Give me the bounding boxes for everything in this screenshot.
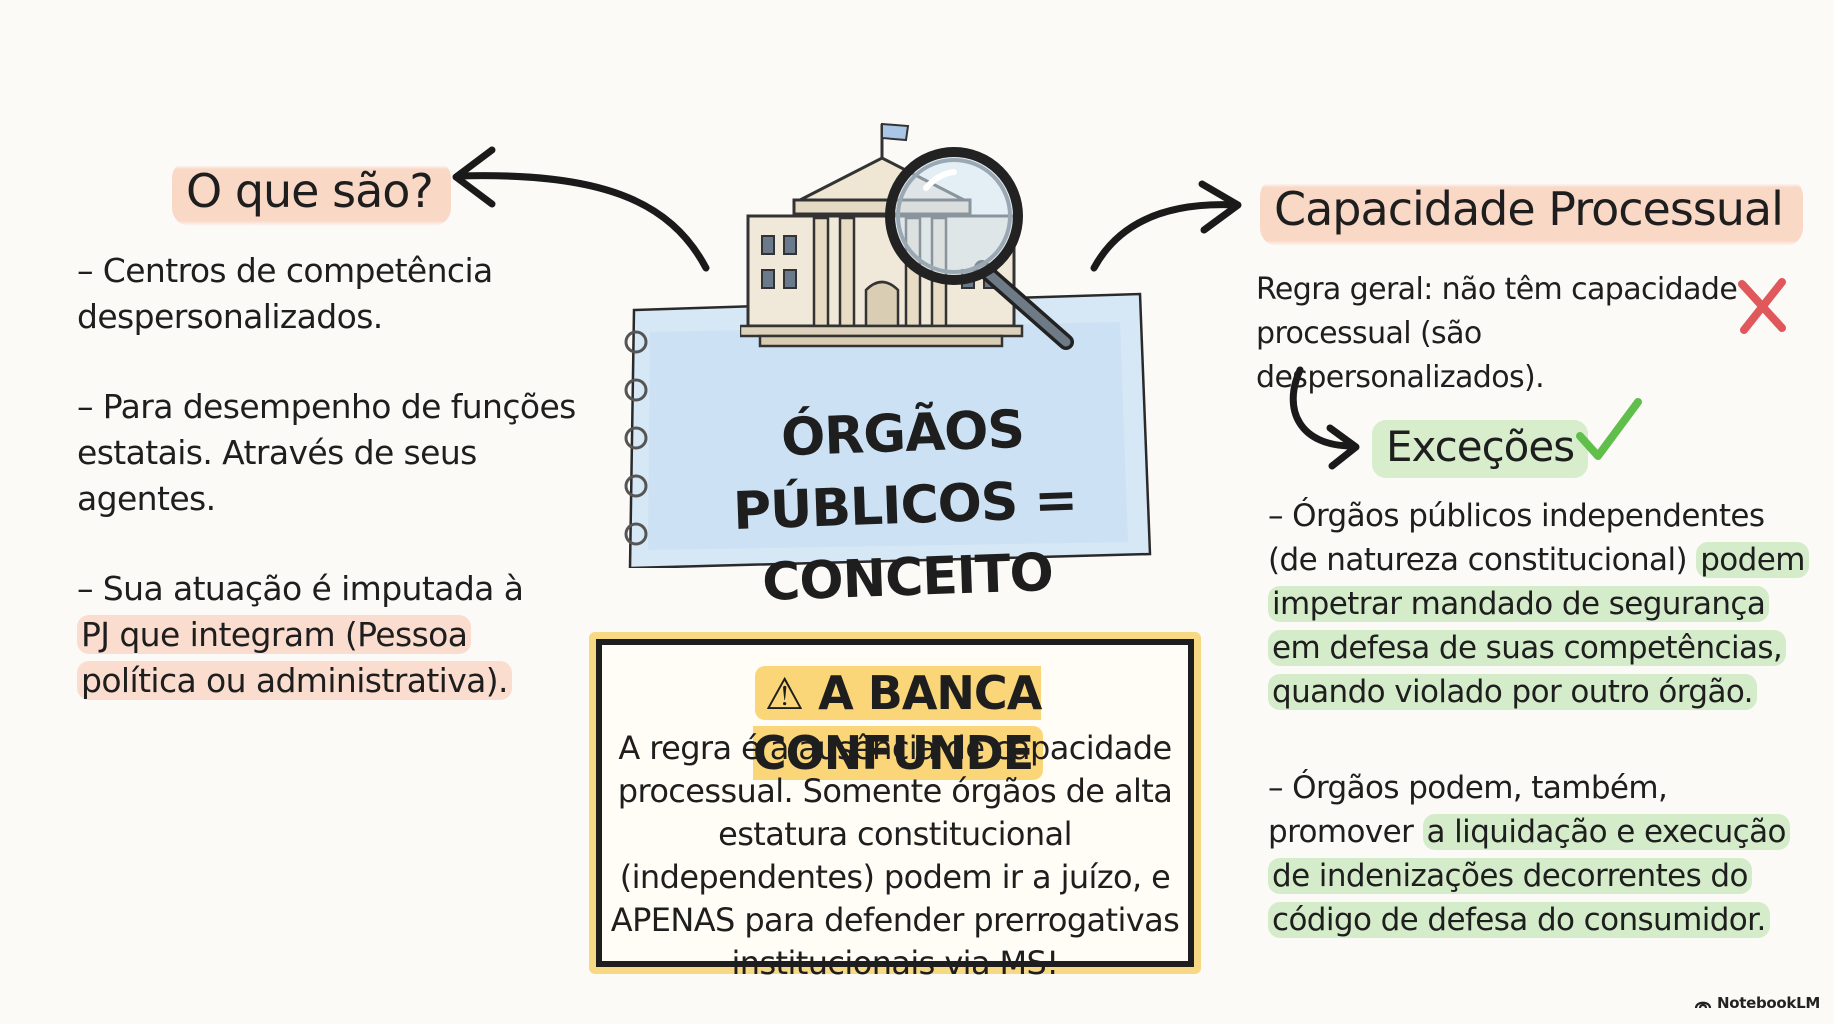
arrow-to-right-title-head bbox=[1198, 180, 1242, 234]
notebooklm-logo-icon bbox=[1694, 1001, 1712, 1009]
arrow-to-left-title bbox=[454, 172, 710, 272]
cross-icon bbox=[1738, 278, 1786, 334]
list-item-text: – Órgãos públicos independentes (de natu… bbox=[1268, 498, 1765, 578]
warning-text: A regra é a ausência de capacidade proce… bbox=[610, 729, 1180, 982]
list-item: – Para desempenho de funções estatais. A… bbox=[77, 387, 576, 518]
list-item-text: – Órgãos podem, também, promover bbox=[1268, 770, 1668, 850]
exceptions-title: Exceções bbox=[1372, 420, 1589, 478]
general-rule-text: Regra geral: não têm capacidade processu… bbox=[1256, 272, 1738, 395]
warning-title: ⚠ A BANCA CONFUNDE bbox=[632, 664, 1164, 782]
highlighted-text: PJ que integram (Pessoa política ou admi… bbox=[77, 615, 512, 700]
concept-title: ÓRGÃOS PÚBLICOS = CONCEITO bbox=[732, 399, 1078, 614]
what-are-they-list: – Centros de competência despersonalizad… bbox=[77, 248, 577, 748]
what-are-they-title: O que são? bbox=[172, 160, 451, 226]
list-item-text: – Sua atuação é imputada à bbox=[77, 569, 524, 608]
list-item: – Órgãos podem, também, promover a liqui… bbox=[1268, 766, 1808, 942]
list-item: – Centros de competência despersonalizad… bbox=[77, 251, 493, 336]
warning-title-text: A BANCA CONFUNDE bbox=[752, 666, 1042, 780]
warning-triangle-icon: ⚠ bbox=[764, 669, 804, 720]
arrow-to-exceptions bbox=[1289, 366, 1356, 450]
exceptions-list: – Órgãos públicos independentes (de natu… bbox=[1268, 494, 1809, 994]
arrow-to-left-title-head bbox=[452, 146, 496, 208]
arrow-to-exceptions-head bbox=[1326, 424, 1360, 470]
spiral-binding-icon bbox=[624, 330, 648, 546]
notebook-page bbox=[624, 292, 1152, 568]
arrow-to-right-title bbox=[1090, 201, 1240, 272]
brand-name: NotebookLM bbox=[1716, 994, 1820, 1012]
list-item: – Sua atuação é imputada à PJ que integr… bbox=[77, 566, 577, 704]
procedural-capacity-title: Capacidade Processual bbox=[1260, 178, 1803, 246]
government-building-icon bbox=[740, 122, 1074, 350]
brand-watermark: NotebookLM bbox=[1694, 994, 1820, 1012]
magnifying-glass-icon bbox=[885, 147, 1074, 350]
checkmark-icon bbox=[1576, 398, 1642, 460]
list-item: – Órgãos públicos independentes (de natu… bbox=[1268, 494, 1809, 714]
